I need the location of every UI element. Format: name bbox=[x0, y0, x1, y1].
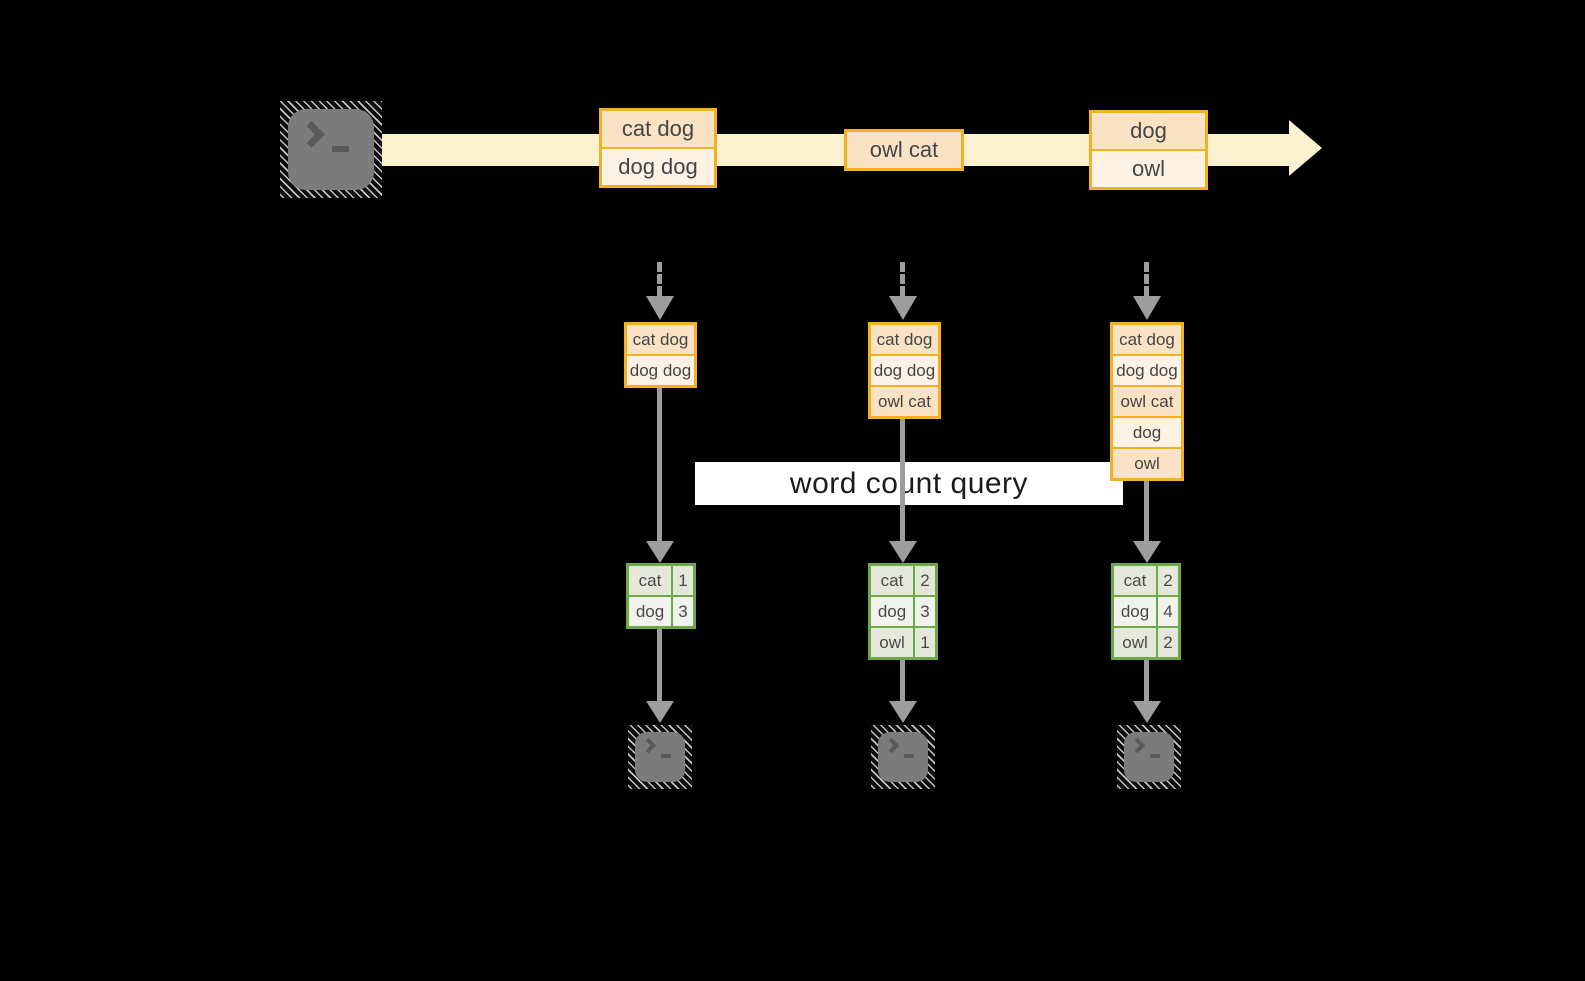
event-line: owl cat bbox=[847, 132, 961, 168]
table-row: cat 1 bbox=[629, 566, 693, 595]
word-cell: dog bbox=[871, 597, 913, 626]
terminal-prompt-icon bbox=[883, 737, 900, 754]
count-cell: 3 bbox=[673, 597, 693, 626]
table-row: cat 2 bbox=[1114, 566, 1178, 595]
buffer-line: dog dog bbox=[1113, 356, 1181, 385]
count-cell: 3 bbox=[915, 597, 935, 626]
word-count-table-1: cat 1 dog 3 bbox=[626, 563, 696, 629]
query-label-text: word count query bbox=[789, 466, 1029, 500]
arrow-line bbox=[657, 629, 662, 701]
table-row: dog 4 bbox=[1114, 597, 1178, 626]
terminal-cursor-icon bbox=[661, 754, 671, 758]
down-arrow-head-icon bbox=[889, 701, 917, 723]
buffer-line: cat dog bbox=[627, 325, 694, 354]
dashed-arrow-line bbox=[900, 262, 905, 296]
stream-event-3: dog owl bbox=[1089, 110, 1208, 190]
stream-event-2: owl cat bbox=[844, 129, 964, 171]
terminal-prompt-icon bbox=[640, 737, 657, 754]
event-line: dog dog bbox=[602, 149, 714, 185]
terminal-prompt-icon bbox=[298, 121, 325, 148]
dashed-arrow-line bbox=[657, 262, 662, 296]
down-arrow-head-icon bbox=[889, 296, 917, 320]
down-arrow-head-icon bbox=[646, 701, 674, 723]
down-arrow-head-icon bbox=[646, 541, 674, 563]
event-line: cat dog bbox=[602, 111, 714, 147]
count-cell: 4 bbox=[1158, 597, 1178, 626]
count-cell: 2 bbox=[1158, 628, 1178, 657]
count-cell: 2 bbox=[915, 566, 935, 595]
word-cell: dog bbox=[629, 597, 671, 626]
buffer-line: cat dog bbox=[1113, 325, 1181, 354]
word-count-table-2: cat 2 dog 3 owl 1 bbox=[868, 563, 938, 660]
buffer-line: owl cat bbox=[1113, 387, 1181, 416]
terminal-body bbox=[635, 732, 685, 782]
down-arrow-head-icon bbox=[646, 296, 674, 320]
stream-arrow-head-icon bbox=[1289, 120, 1322, 176]
buffer-line: owl cat bbox=[871, 387, 938, 416]
table-row: owl 2 bbox=[1114, 628, 1178, 657]
table-row: dog 3 bbox=[629, 597, 693, 626]
stream-event-1: cat dog dog dog bbox=[599, 108, 717, 188]
word-cell: cat bbox=[871, 566, 913, 595]
table-row: dog 3 bbox=[871, 597, 935, 626]
word-cell: dog bbox=[1114, 597, 1156, 626]
arrow-line bbox=[657, 388, 662, 541]
table-row: owl 1 bbox=[871, 628, 935, 657]
buffer-line: owl bbox=[1113, 449, 1181, 478]
dashed-arrow-line bbox=[1144, 262, 1149, 296]
terminal-icon-consumer-1 bbox=[628, 725, 692, 789]
count-cell: 1 bbox=[673, 566, 693, 595]
count-cell: 1 bbox=[915, 628, 935, 657]
query-label: word count query bbox=[695, 462, 1123, 505]
arrow-line bbox=[1144, 481, 1149, 541]
down-arrow-head-icon bbox=[1133, 701, 1161, 723]
terminal-body bbox=[1124, 732, 1174, 782]
terminal-icon-consumer-3 bbox=[1117, 725, 1181, 789]
event-line: owl bbox=[1092, 151, 1205, 187]
down-arrow-head-icon bbox=[889, 541, 917, 563]
arrow-line bbox=[900, 660, 905, 701]
arrow-line bbox=[1144, 660, 1149, 701]
buffer-line: dog bbox=[1113, 418, 1181, 447]
table-row: cat 2 bbox=[871, 566, 935, 595]
arrow-line bbox=[900, 419, 905, 541]
terminal-icon-source bbox=[280, 101, 382, 198]
terminal-icon-consumer-2 bbox=[871, 725, 935, 789]
terminal-cursor-icon bbox=[1150, 754, 1160, 758]
terminal-body bbox=[288, 109, 374, 190]
word-cell: cat bbox=[1114, 566, 1156, 595]
word-count-table-3: cat 2 dog 4 owl 2 bbox=[1111, 563, 1181, 660]
count-cell: 2 bbox=[1158, 566, 1178, 595]
terminal-prompt-icon bbox=[1129, 737, 1146, 754]
buffer-line: dog dog bbox=[871, 356, 938, 385]
down-arrow-head-icon bbox=[1133, 296, 1161, 320]
down-arrow-head-icon bbox=[1133, 541, 1161, 563]
buffer-line: cat dog bbox=[871, 325, 938, 354]
event-buffer-3: cat dog dog dog owl cat dog owl bbox=[1110, 322, 1184, 481]
event-line: dog bbox=[1092, 113, 1205, 149]
terminal-body bbox=[878, 732, 928, 782]
terminal-cursor-icon bbox=[904, 754, 914, 758]
event-buffer-2: cat dog dog dog owl cat bbox=[868, 322, 941, 419]
event-buffer-1: cat dog dog dog bbox=[624, 322, 697, 388]
word-cell: owl bbox=[871, 628, 913, 657]
buffer-line: dog dog bbox=[627, 356, 694, 385]
terminal-cursor-icon bbox=[332, 146, 349, 152]
word-cell: cat bbox=[629, 566, 671, 595]
word-cell: owl bbox=[1114, 628, 1156, 657]
